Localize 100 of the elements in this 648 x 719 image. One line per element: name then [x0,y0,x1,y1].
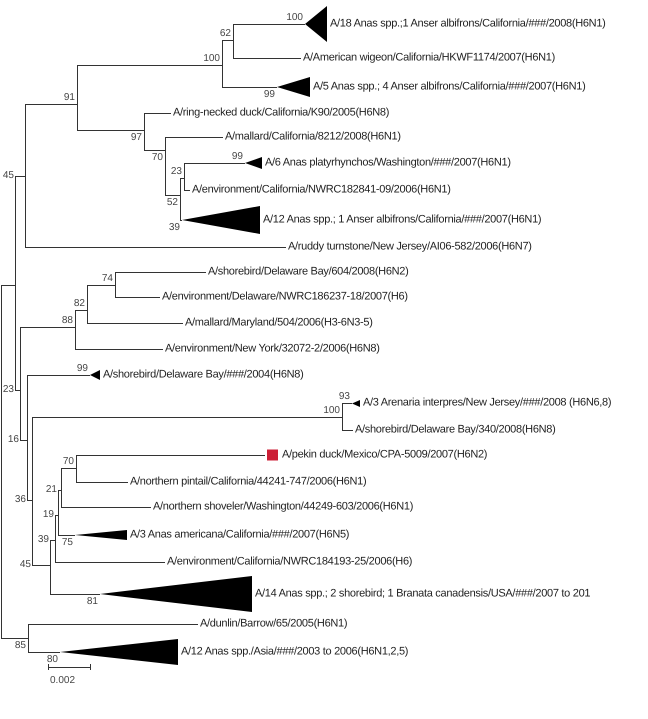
clade-branch-line [20,327,21,441]
bootstrap-value: 70 [152,152,163,163]
branch-line [75,310,88,311]
bootstrap-value: 23 [2,384,14,395]
collapsed-clade-triangle [182,206,260,234]
bootstrap-value: 74 [102,273,113,284]
branch-line [50,594,100,595]
clade-branch-line [144,113,145,151]
bootstrap-value: 82 [74,298,85,309]
collapsed-clade-triangle [277,77,310,97]
taxon-label: A/mallard/California/8212/2008(H6N1) [225,130,401,144]
clade-branch-line [50,540,51,595]
clade-branch-line [77,65,78,131]
taxon-label: A/3 Anas americana/California/###/2007(H6N5) [130,528,350,542]
branch-line [184,190,190,191]
bootstrap-value: 52 [166,197,178,208]
taxon-label: A/12 Anas spp./Asia/###/2003 to 2006(H6N1,2,5) [181,646,408,658]
branch-line [233,24,306,25]
taxon-label: A/14 Anas spp.; 2 shorebird; 1 Branata canadensis/USA/###/2007 to 201 [255,588,590,600]
bootstrap-value: 21 [46,484,57,495]
bootstrap-value: 91 [64,92,75,103]
branch-line [233,58,302,59]
bootstrap-value: 99 [232,151,243,162]
taxon-label: A/American wigeon/California/HKWF1174/2007(H6N1) [303,52,555,64]
clade-branch-line [27,375,28,501]
bootstrap-value: 85 [14,640,26,651]
branch-line [61,507,152,508]
branch-line [77,65,222,66]
collapsed-clade-triangle [352,400,360,406]
clade-branch-line [222,40,223,88]
taxon-label: A/northern shoveler/Washington/44249-603/2006(H6N1) [153,500,414,514]
clade-branch-line [233,24,234,59]
taxon-label: A/dunlin/Barrow/65/2005(H6N1) [200,618,348,630]
bootstrap-value: 88 [62,315,73,326]
branch-line [1,285,16,286]
branch-line [165,195,180,196]
branch-line [55,562,166,563]
clade-branch-line [15,176,16,391]
collapsed-clade-triangle [245,157,262,169]
branch-line [342,430,354,431]
bootstrap-value: 99 [264,89,275,100]
branch-line [32,417,342,418]
taxon-label: A/3 Arenaria interpres/New Jersey/###/2008 (H6N6,8) [363,396,612,410]
taxon-label: A/ring-necked duck/California/K90/2005(H6N8) [173,106,390,120]
taxon-label: A/environment/Delaware/NWRC186237-18/2007(H6) [162,290,408,304]
collapsed-clade-triangle [90,370,100,380]
scale-value: 0.002 [50,675,76,686]
branch-line [115,297,160,298]
bootstrap-value: 97 [130,132,142,143]
clade-branch-line [87,285,88,324]
branch-line [20,440,28,441]
branch-line [58,535,76,536]
clade-branch-line [165,137,166,196]
branch-line [15,176,26,177]
bootstrap-value: 36 [14,494,26,505]
clade-branch-line [75,310,76,350]
branch-line [28,652,60,653]
bootstrap-value: 39 [38,534,49,545]
branch-line [77,130,144,131]
clade-branch-line [115,272,116,298]
clade-branch-line [28,624,29,653]
bootstrap-value: 75 [62,537,73,548]
bootstrap-value: 19 [42,509,54,520]
taxon-label: A/pekin duck/Mexico/CPA-5009/2007(H6N2) [282,448,488,462]
bootstrap-value: 62 [220,28,231,39]
branch-line [76,482,128,483]
bootstrap-value: 45 [2,170,14,181]
bootstrap-value: 93 [338,391,350,402]
bootstrap-value: 81 [86,596,98,607]
branch-line [28,624,198,625]
clade-branch-line [1,285,2,639]
branch-line [144,150,166,151]
branch-line [61,468,76,469]
taxon-label: A/environment/New York/32072-2/2006(H6N8) [165,342,380,356]
bootstrap-value: 45 [20,559,31,570]
branch-line [20,327,76,328]
taxon-label: A/6 Anas platyrhynchos/Washington/###/2007(H6N1) [265,156,511,170]
clade-branch-line [76,455,77,483]
collapsed-clade-triangle [100,576,252,612]
clade-branch-line [61,468,62,508]
taxon-label: A/shorebird/Delaware Bay/###/2004(H6N8) [103,368,304,382]
taxon-label: A/ruddy turnstone/New Jersey/AI06-582/2006(H6N7) [288,240,532,254]
branch-line [165,137,224,138]
branch-line [25,104,78,105]
branch-line [87,285,116,286]
taxon-label: A/northern pintail/California/44241-747/2006(H6N1) [130,476,366,488]
taxon-label: A/18 Anas spp.;1 Anser albifrons/California/###/2008(H6N1) [330,18,606,30]
branch-line [32,565,50,566]
taxon-label: A/environment/California/NWRC182841-09/2006(H6N1) [192,184,451,196]
taxon-label: A/shorebird/Delaware Bay/604/2008(H6N2) [208,266,408,278]
bootstrap-value: 100 [203,53,220,64]
branch-line [25,247,286,248]
taxon-label: A/12 Anas spp.; 1 Anser albifrons/California/###/2007(H6N1) [263,214,542,226]
clade-branch-line [180,178,181,221]
branch-line [115,272,206,273]
bootstrap-value: 100 [286,12,303,23]
taxon-label: A/5 Anas spp.; 4 Anser albifrons/California/###/2007(H6N1) [313,80,586,94]
bootstrap-value: 70 [62,456,74,467]
branch-line [222,87,278,88]
branch-line [342,403,352,404]
